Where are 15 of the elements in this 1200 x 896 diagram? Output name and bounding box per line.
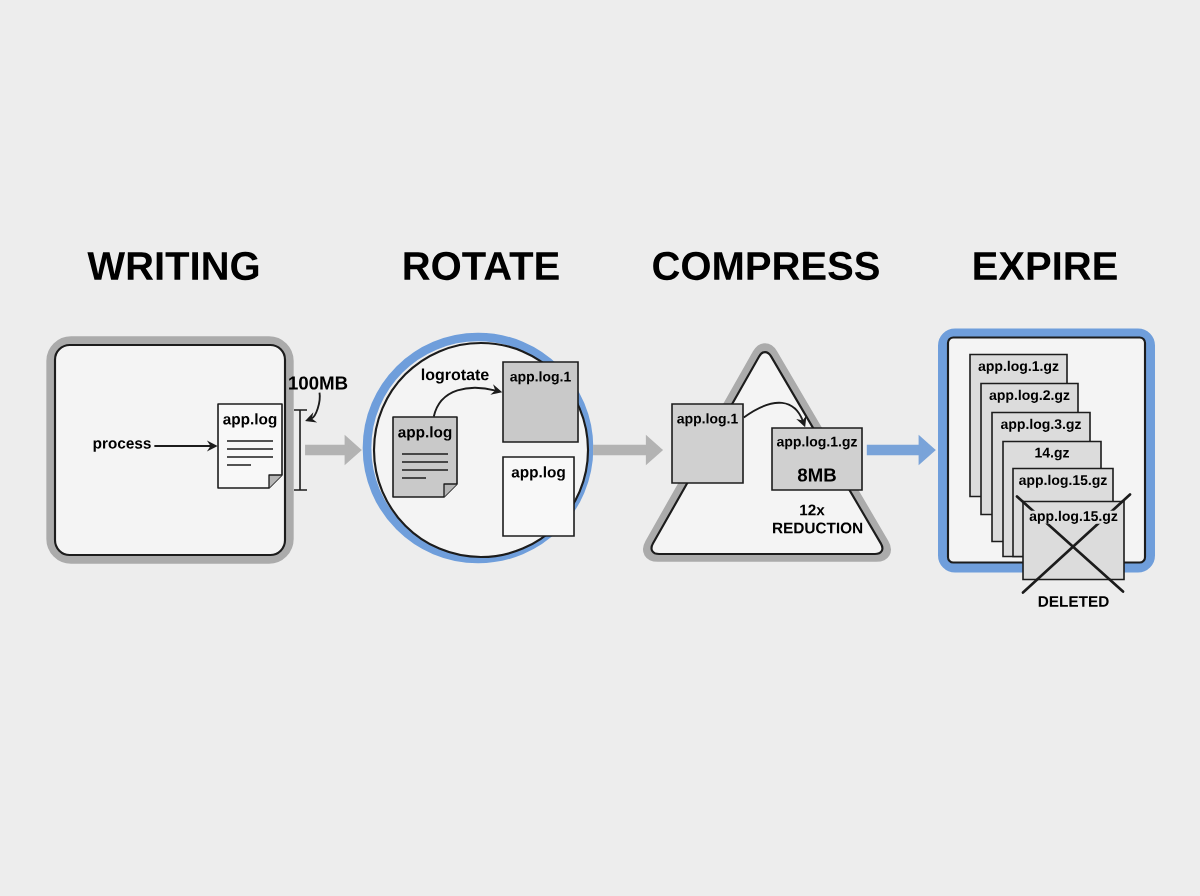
note-text: 12x REDUCTION (773, 504, 863, 534)
stage-heading: EXPIRE (974, 252, 1117, 280)
file-card: app.log.1 (671, 403, 744, 484)
stage-heading: COMPRESS (653, 251, 879, 281)
document: app.log (392, 416, 458, 498)
file-card: app.log.1 (502, 361, 579, 443)
size-label: 100MB (289, 376, 348, 390)
stage-heading: WRITING (87, 251, 259, 281)
file-card: app.log (502, 456, 575, 537)
process-label: process (93, 440, 151, 452)
stage-heading: ROTATE (404, 251, 559, 281)
file-card: app.log.1.gz 8MB (771, 427, 863, 491)
edge-label: logrotate (419, 367, 491, 385)
document: app.log (217, 403, 283, 489)
status-text: DELETED (1038, 596, 1109, 607)
